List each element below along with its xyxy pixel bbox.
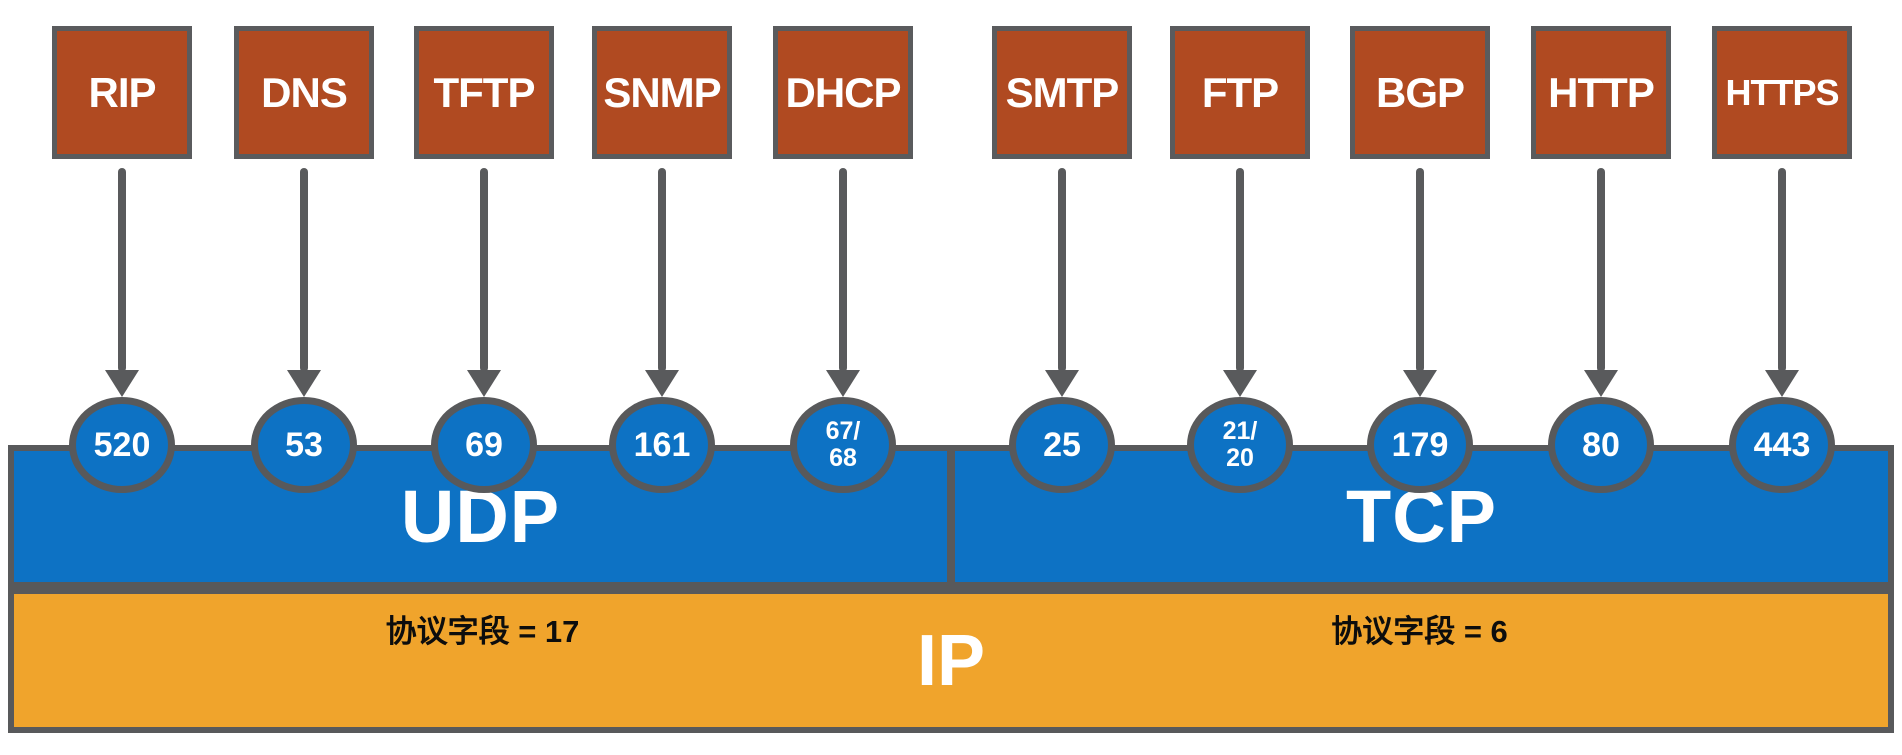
protocol-box-http: HTTP xyxy=(1531,26,1671,159)
protocol-label-bgp: BGP xyxy=(1375,68,1465,116)
down-arrow-ftp xyxy=(1236,168,1244,372)
port-circle-rip: 520 xyxy=(69,397,175,493)
down-arrowhead-https-icon xyxy=(1765,370,1799,397)
protocol-label-ftp: FTP xyxy=(1201,68,1279,116)
protocol-box-bgp: BGP xyxy=(1350,26,1490,159)
port-label-smtp: 25 xyxy=(1043,426,1081,464)
protocol-box-dhcp: DHCP xyxy=(773,26,913,159)
down-arrow-rip xyxy=(118,168,126,372)
protocol-box-smtp: SMTP xyxy=(992,26,1132,159)
down-arrowhead-http-icon xyxy=(1584,370,1618,397)
port-label-bgp: 179 xyxy=(1391,426,1449,464)
down-arrow-snmp xyxy=(658,168,666,372)
udp-protocol-field-label: 协议字段 = 17 xyxy=(385,614,580,649)
ip-label: IP xyxy=(916,620,986,701)
port-label-dhcp-line2: 68 xyxy=(829,444,857,472)
down-arrow-https xyxy=(1778,168,1786,372)
down-arrowhead-ftp-icon xyxy=(1223,370,1257,397)
protocol-box-dns: DNS xyxy=(234,26,374,159)
protocol-box-https: HTTPS xyxy=(1712,26,1852,159)
down-arrow-http xyxy=(1597,168,1605,372)
port-label-rip: 520 xyxy=(93,426,151,464)
ip-layer-bar: 协议字段 = 17 协议字段 = 6 IP xyxy=(8,588,1894,733)
protocol-label-rip: RIP xyxy=(88,68,156,116)
down-arrowhead-tftp-icon xyxy=(467,370,501,397)
udp-tcp-divider xyxy=(947,451,955,582)
down-arrowhead-rip-icon xyxy=(105,370,139,397)
port-label-dhcp: 67/ xyxy=(825,417,861,445)
protocol-box-snmp: SNMP xyxy=(592,26,732,159)
port-circle-snmp: 161 xyxy=(609,397,715,493)
down-arrow-dns xyxy=(300,168,308,372)
ip-label-wrap: IP xyxy=(14,594,1888,727)
port-circle-https: 443 xyxy=(1729,397,1835,493)
down-arrow-bgp xyxy=(1416,168,1424,372)
protocol-box-ftp: FTP xyxy=(1170,26,1310,159)
port-label-tftp: 69 xyxy=(465,426,503,464)
tcp-protocol-field-label: 协议字段 = 6 xyxy=(1331,614,1508,649)
protocol-label-dhcp: DHCP xyxy=(785,68,901,116)
down-arrowhead-dhcp-icon xyxy=(826,370,860,397)
protocol-label-smtp: SMTP xyxy=(1005,68,1120,116)
port-circle-smtp: 25 xyxy=(1009,397,1115,493)
down-arrow-tftp xyxy=(480,168,488,372)
protocol-label-tftp: TFTP xyxy=(433,68,536,116)
port-circle-bgp: 179 xyxy=(1367,397,1473,493)
port-label-https: 443 xyxy=(1753,426,1811,464)
port-circle-ftp: 21/ 20 xyxy=(1187,397,1293,493)
protocol-box-rip: RIP xyxy=(52,26,192,159)
protocol-label-http: HTTP xyxy=(1548,68,1655,116)
protocol-label-https: HTTPS xyxy=(1725,71,1839,113)
port-circle-http: 80 xyxy=(1548,397,1654,493)
down-arrow-smtp xyxy=(1058,168,1066,372)
protocol-label-snmp: SNMP xyxy=(603,68,721,116)
port-circle-tftp: 69 xyxy=(431,397,537,493)
port-label-snmp: 161 xyxy=(633,426,691,464)
down-arrowhead-bgp-icon xyxy=(1403,370,1437,397)
protocol-box-tftp: TFTP xyxy=(414,26,554,159)
down-arrowhead-smtp-icon xyxy=(1045,370,1079,397)
port-circle-dhcp: 67/ 68 xyxy=(790,397,896,493)
port-label-ftp-line2: 20 xyxy=(1226,444,1254,472)
port-circle-dns: 53 xyxy=(251,397,357,493)
port-label-ftp: 21/ xyxy=(1222,417,1258,445)
port-label-http: 80 xyxy=(1582,426,1620,464)
down-arrowhead-snmp-icon xyxy=(645,370,679,397)
down-arrowhead-dns-icon xyxy=(287,370,321,397)
port-label-dns: 53 xyxy=(285,426,323,464)
protocol-label-dns: DNS xyxy=(261,68,348,116)
down-arrow-dhcp xyxy=(839,168,847,372)
